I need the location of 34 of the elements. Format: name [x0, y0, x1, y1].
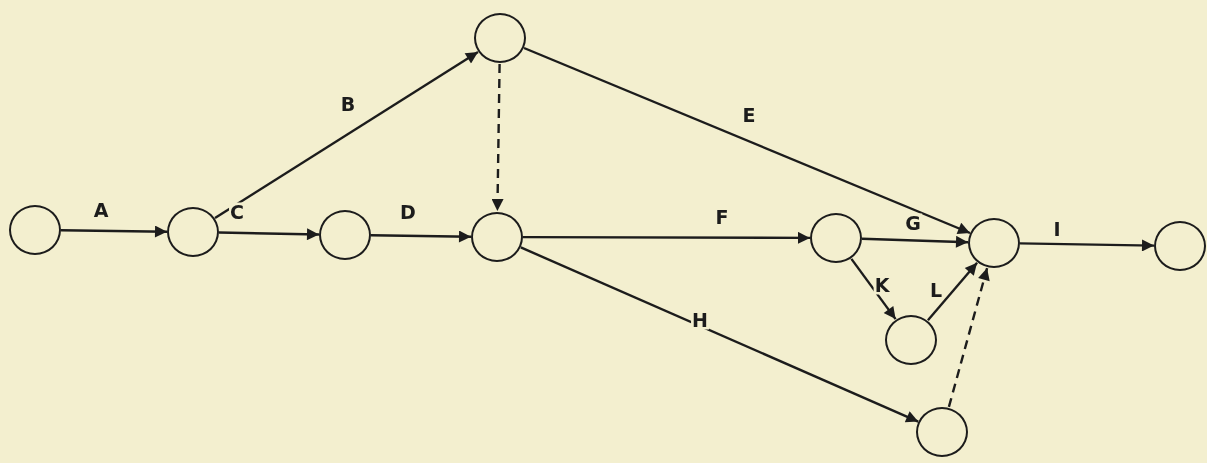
- activity-arrow: [218, 228, 320, 241]
- activity-arrow: [927, 262, 978, 321]
- activity-arrow: [520, 246, 919, 423]
- event-node: [474, 13, 526, 63]
- edge-label: C: [229, 202, 245, 222]
- edge-label: F: [714, 207, 730, 227]
- event-node: [319, 210, 371, 260]
- event-node: [1154, 221, 1206, 271]
- event-node: [810, 213, 862, 263]
- activity-arrow: [371, 230, 471, 243]
- activity-arrow: [861, 235, 969, 248]
- event-node: [9, 205, 61, 255]
- event-node: [471, 212, 523, 262]
- event-node: [916, 407, 968, 457]
- activity-arrow: [1019, 239, 1155, 252]
- activity-arrow: [523, 46, 971, 235]
- activity-arrow: [214, 50, 479, 220]
- edge-label: H: [691, 310, 709, 330]
- edge-label: B: [339, 94, 357, 114]
- event-node: [968, 218, 1020, 268]
- activity-arrow: [61, 225, 167, 238]
- edge-label: D: [399, 202, 417, 222]
- dummy-arrow: [491, 64, 504, 211]
- event-node: [885, 315, 937, 365]
- edge-label: L: [928, 280, 944, 300]
- event-node: [167, 207, 219, 257]
- edge-label: A: [92, 200, 110, 220]
- activity-arrow: [523, 231, 810, 244]
- edge-label: K: [873, 275, 891, 295]
- edge-label: I: [1052, 219, 1062, 239]
- activity-arrow: [850, 258, 897, 320]
- edge-label: E: [741, 105, 757, 125]
- dummy-arrow: [947, 267, 990, 408]
- edge-label: G: [904, 213, 922, 233]
